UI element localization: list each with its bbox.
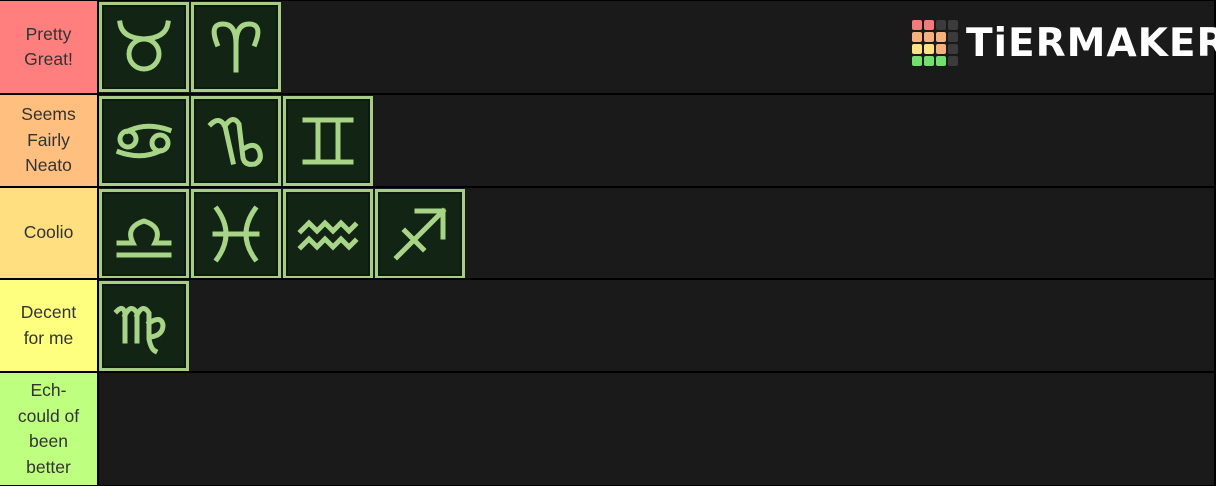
tier-row-3: Coolio: [0, 188, 1214, 278]
tier-item[interactable]: [191, 96, 281, 186]
logo-grid-cell: [936, 32, 946, 42]
tier-label[interactable]: Ech- could of been better: [0, 373, 97, 485]
tier-item[interactable]: [191, 2, 281, 92]
tier-label[interactable]: Decent for me: [0, 280, 97, 371]
tier-row-1: Pretty Great!: [0, 1, 1214, 93]
tier-item[interactable]: [283, 189, 373, 278]
capricorn-icon: [194, 99, 278, 183]
logo-grid-cell: [936, 44, 946, 54]
gemini-icon: [286, 99, 370, 183]
logo-grid-cell: [924, 56, 934, 66]
libra-icon: [102, 192, 186, 276]
tier-items[interactable]: [99, 373, 1214, 485]
logo-grid-cell: [912, 20, 922, 30]
aries-icon: [194, 5, 278, 89]
aquarius-icon: [286, 192, 370, 276]
logo-grid-cell: [924, 20, 934, 30]
taurus-icon: [102, 5, 186, 89]
pisces-icon: [194, 192, 278, 276]
tier-items[interactable]: [99, 95, 1214, 186]
sagittarius-icon: [378, 192, 462, 276]
tier-item[interactable]: [375, 189, 465, 278]
logo-grid-cell: [948, 44, 958, 54]
tier-label[interactable]: Coolio: [0, 188, 97, 278]
logo-grid-cell: [924, 44, 934, 54]
tier-item[interactable]: [99, 189, 189, 278]
tier-items[interactable]: [99, 1, 1214, 93]
logo-grid-cell: [912, 56, 922, 66]
tier-items[interactable]: [99, 188, 1214, 278]
logo-grid-cell: [936, 56, 946, 66]
tier-label[interactable]: Pretty Great!: [0, 1, 97, 93]
tier-item[interactable]: [99, 281, 189, 371]
cancer-icon: [102, 99, 186, 183]
tier-item[interactable]: [191, 189, 281, 278]
tier-item[interactable]: [99, 2, 189, 92]
logo-grid-icon: [912, 20, 958, 66]
logo-grid-cell: [936, 20, 946, 30]
tiermaker-logo[interactable]: TiERMAKER: [912, 20, 1216, 66]
tier-row-5: Ech- could of been better: [0, 373, 1214, 485]
tier-row-4: Decent for me: [0, 280, 1214, 371]
tier-label[interactable]: Seems Fairly Neato: [0, 95, 97, 186]
tier-item[interactable]: [99, 96, 189, 186]
logo-grid-cell: [948, 20, 958, 30]
tier-item[interactable]: [283, 96, 373, 186]
logo-grid-cell: [912, 32, 922, 42]
tier-items[interactable]: [99, 280, 1214, 371]
virgo-icon: [102, 284, 186, 368]
logo-grid-cell: [912, 44, 922, 54]
logo-grid-cell: [948, 32, 958, 42]
logo-grid-cell: [924, 32, 934, 42]
logo-text: TiERMAKER: [966, 20, 1216, 66]
tier-row-2: Seems Fairly Neato: [0, 95, 1214, 186]
logo-grid-cell: [948, 56, 958, 66]
